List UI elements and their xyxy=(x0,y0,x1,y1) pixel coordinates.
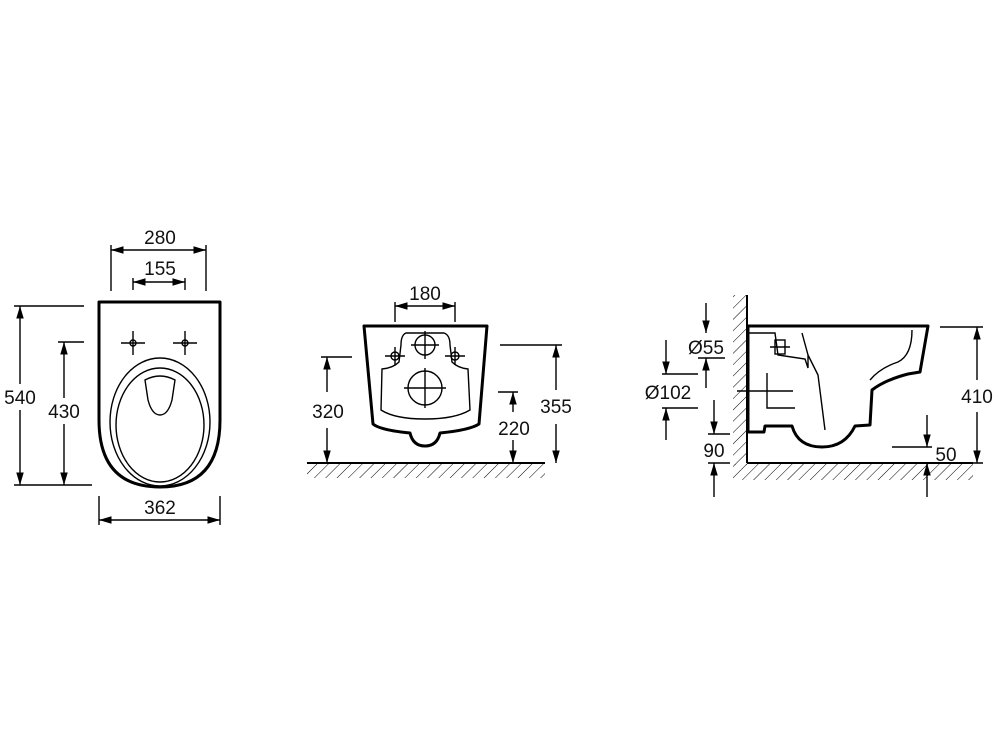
side-view: Ø55 Ø102 90 410 50 xyxy=(645,295,993,497)
floor-hatch xyxy=(733,464,973,480)
dim-label: 355 xyxy=(540,397,572,418)
dim-label: 90 xyxy=(703,441,724,462)
fixing-hole-right xyxy=(445,347,465,365)
bowl-outline xyxy=(362,324,489,448)
rim-profile xyxy=(869,329,913,381)
bowl-outline xyxy=(746,324,930,449)
bowl-opening xyxy=(144,375,176,416)
fixing-hole-left xyxy=(121,331,145,355)
dim-label: 320 xyxy=(312,402,344,423)
internal-channel xyxy=(748,332,826,431)
dim-label: 410 xyxy=(961,387,993,408)
inlet-hole xyxy=(411,331,439,359)
dim-label: Ø102 xyxy=(645,383,691,404)
back-view: 180 320 220 355 xyxy=(307,284,572,478)
outlet xyxy=(766,373,795,409)
top-view: 280 155 540 430 362 xyxy=(4,228,222,525)
floor-hatch xyxy=(307,464,545,478)
dim-label: 50 xyxy=(935,445,956,466)
dim-label: 155 xyxy=(144,259,176,280)
outlet-hole xyxy=(404,368,446,408)
dim-label: 430 xyxy=(48,402,80,423)
dim-label: 180 xyxy=(409,284,441,305)
fixing-hole-right xyxy=(173,331,197,355)
dim-label: 362 xyxy=(144,498,176,519)
dim-label: Ø55 xyxy=(688,338,724,359)
seat-inner xyxy=(115,367,205,483)
seat-outer xyxy=(109,357,211,487)
dim-label: 280 xyxy=(144,228,176,249)
mounting-plate xyxy=(380,332,471,420)
bowl-outline xyxy=(97,300,222,489)
dim-label: 540 xyxy=(4,388,36,409)
dim-label: 220 xyxy=(498,419,530,440)
wall-hatch xyxy=(733,295,747,465)
fixing-hole-left xyxy=(385,347,405,365)
